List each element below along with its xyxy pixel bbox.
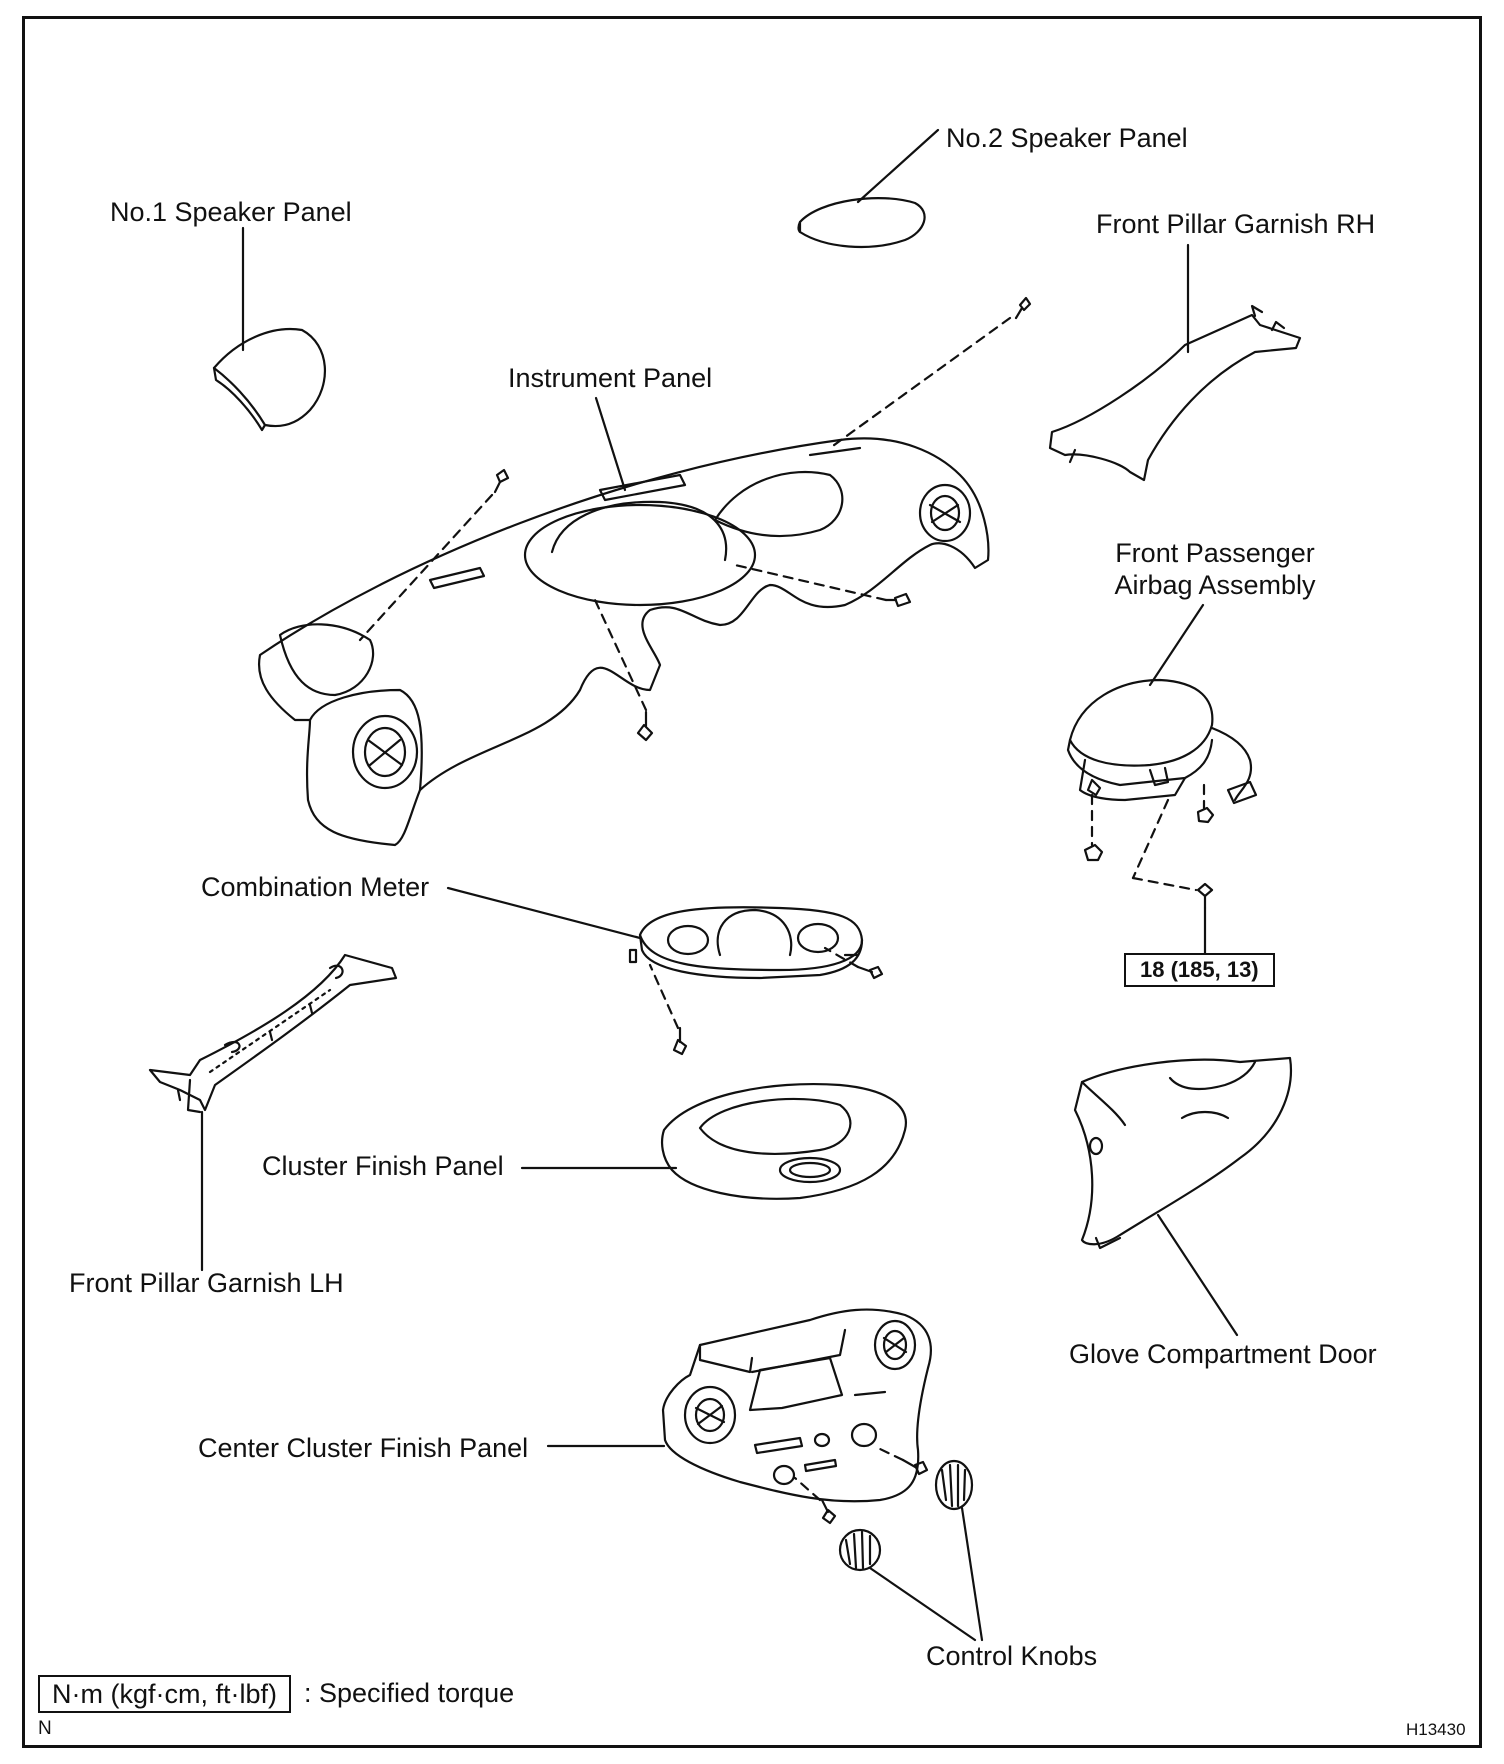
control-knob-lower xyxy=(838,1528,882,1572)
no1-speaker-panel-part xyxy=(212,328,327,432)
instrument-panel-dashed-lines xyxy=(358,316,1012,712)
figure-id: H13430 xyxy=(1406,1720,1466,1739)
center-cluster-dashed-lines xyxy=(793,1446,905,1502)
label-glove-compartment-door: Glove Compartment Door xyxy=(1069,1339,1377,1369)
airbag-nuts-and-bolt xyxy=(1083,806,1215,910)
leader-front-passenger-airbag xyxy=(1148,603,1205,687)
label-cluster-finish-panel: Cluster Finish Panel xyxy=(262,1151,504,1181)
front-pillar-garnish-rh-part xyxy=(1048,304,1302,482)
corner-mark-n: N xyxy=(38,1718,52,1739)
front-pillar-garnish-lh-part xyxy=(148,953,398,1114)
combination-meter-screws xyxy=(672,965,884,1056)
label-control-knobs: Control Knobs xyxy=(926,1641,1098,1671)
label-front-pillar-garnish-lh: Front Pillar Garnish LH xyxy=(69,1268,344,1298)
airbag-dashed-lines xyxy=(1090,783,1206,892)
leader-no2-speaker-panel xyxy=(856,128,940,204)
legend-torque-unit-box: N·m (kgf·cm, ft·lbf) xyxy=(38,1675,291,1713)
front-passenger-airbag-part xyxy=(1066,678,1258,805)
label-instrument-panel: Instrument Panel xyxy=(508,363,713,393)
legend-torque-description: : Specified torque xyxy=(304,1678,515,1708)
leader-glove-compartment-door xyxy=(1156,1213,1239,1337)
combination-meter-dashed-lines xyxy=(648,946,860,1030)
instrument-panel-part xyxy=(257,437,990,847)
label-front-passenger-airbag-line2: Airbag Assembly xyxy=(1114,570,1316,600)
leader-control-knobs xyxy=(868,1506,984,1642)
label-front-pillar-garnish-rh: Front Pillar Garnish RH xyxy=(1096,209,1376,239)
diagram-frame xyxy=(22,16,1482,1748)
leader-instrument-panel xyxy=(594,396,627,492)
combination-meter-part xyxy=(628,906,864,980)
control-knob-upper xyxy=(934,1459,974,1511)
label-center-cluster-finish-panel: Center Cluster Finish Panel xyxy=(198,1433,529,1463)
glove-compartment-door-part xyxy=(1073,1056,1292,1250)
label-no2-speaker-panel: No.2 Speaker Panel xyxy=(946,123,1188,153)
center-cluster-finish-panel-part xyxy=(661,1308,932,1503)
label-combination-meter: Combination Meter xyxy=(201,872,430,902)
label-no1-speaker-panel: No.1 Speaker Panel xyxy=(110,197,352,227)
leader-combination-meter xyxy=(446,886,642,940)
label-front-passenger-airbag: Front Passenger Airbag Assembly xyxy=(1090,537,1340,601)
instrument-panel-screws xyxy=(493,296,1032,742)
label-front-passenger-airbag-line1: Front Passenger xyxy=(1115,538,1315,568)
center-cluster-screws xyxy=(820,1458,929,1525)
no2-speaker-panel-part xyxy=(797,197,926,249)
cluster-finish-panel-part xyxy=(661,1082,907,1200)
torque-spec-box: 18 (185, 13) xyxy=(1124,953,1275,987)
